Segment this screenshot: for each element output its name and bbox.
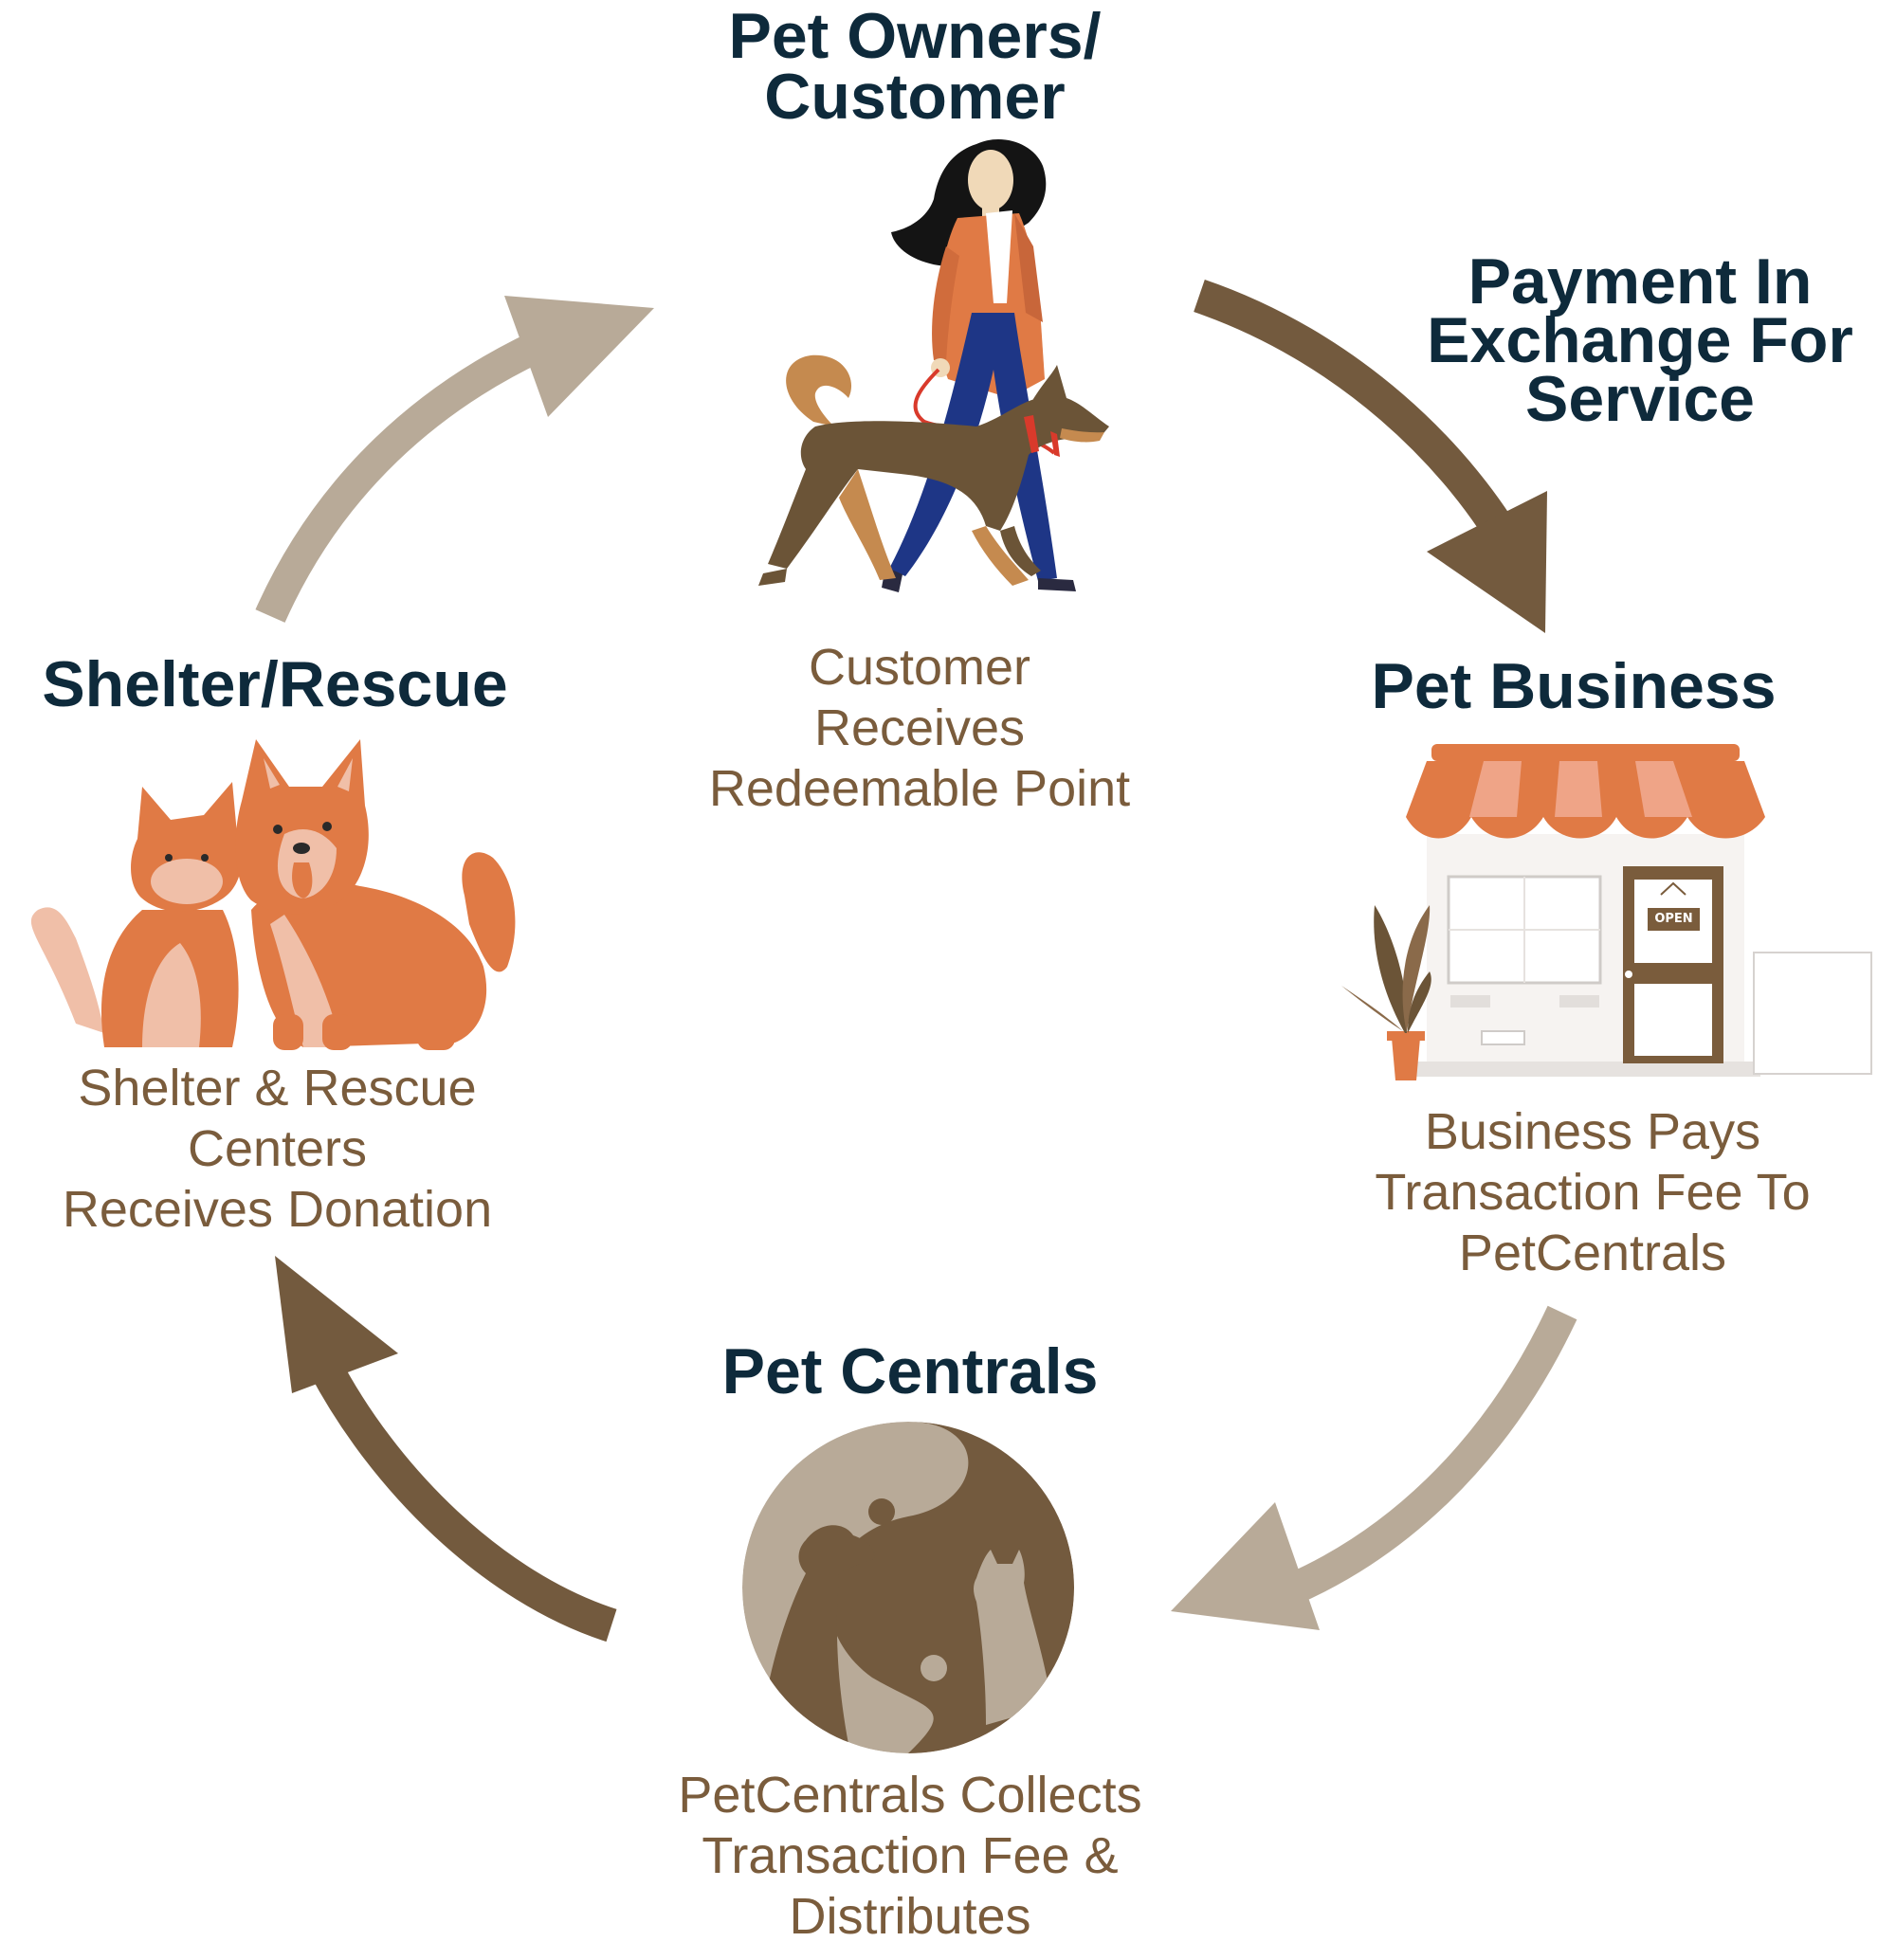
- storefront-open-illustration: [1341, 744, 1872, 1080]
- shelter-description: Shelter & Rescue Centers Receives Donati…: [62, 1060, 493, 1238]
- open-sign-text: OPEN: [1654, 912, 1693, 926]
- dog-cat-yin-yang-logo: [742, 1422, 1074, 1753]
- shelter-title: Shelter/Rescue: [42, 648, 508, 720]
- business-description: Business Pays Transaction Fee To PetCent…: [1375, 1103, 1811, 1281]
- arrow-shelter-to-customer: [255, 296, 654, 623]
- customer-title: Pet Owners/ Customer: [728, 0, 1102, 133]
- arrow-business-to-centrals: [1171, 1305, 1577, 1630]
- customer-description: Customer Receives Redeemable Point: [708, 639, 1131, 817]
- centrals-title: Pet Centrals: [721, 1335, 1099, 1407]
- woman-walking-dog-illustration: [758, 138, 1109, 592]
- payment-edge-label: Payment In Exchange For Service: [1427, 245, 1853, 435]
- cat-and-corgi-illustration: [30, 739, 516, 1050]
- arrow-customer-to-business: [1194, 279, 1547, 633]
- business-title: Pet Business: [1371, 650, 1777, 722]
- arrow-centrals-to-shelter: [275, 1256, 617, 1642]
- centrals-description: PetCentrals Collects Transaction Fee & D…: [678, 1767, 1142, 1945]
